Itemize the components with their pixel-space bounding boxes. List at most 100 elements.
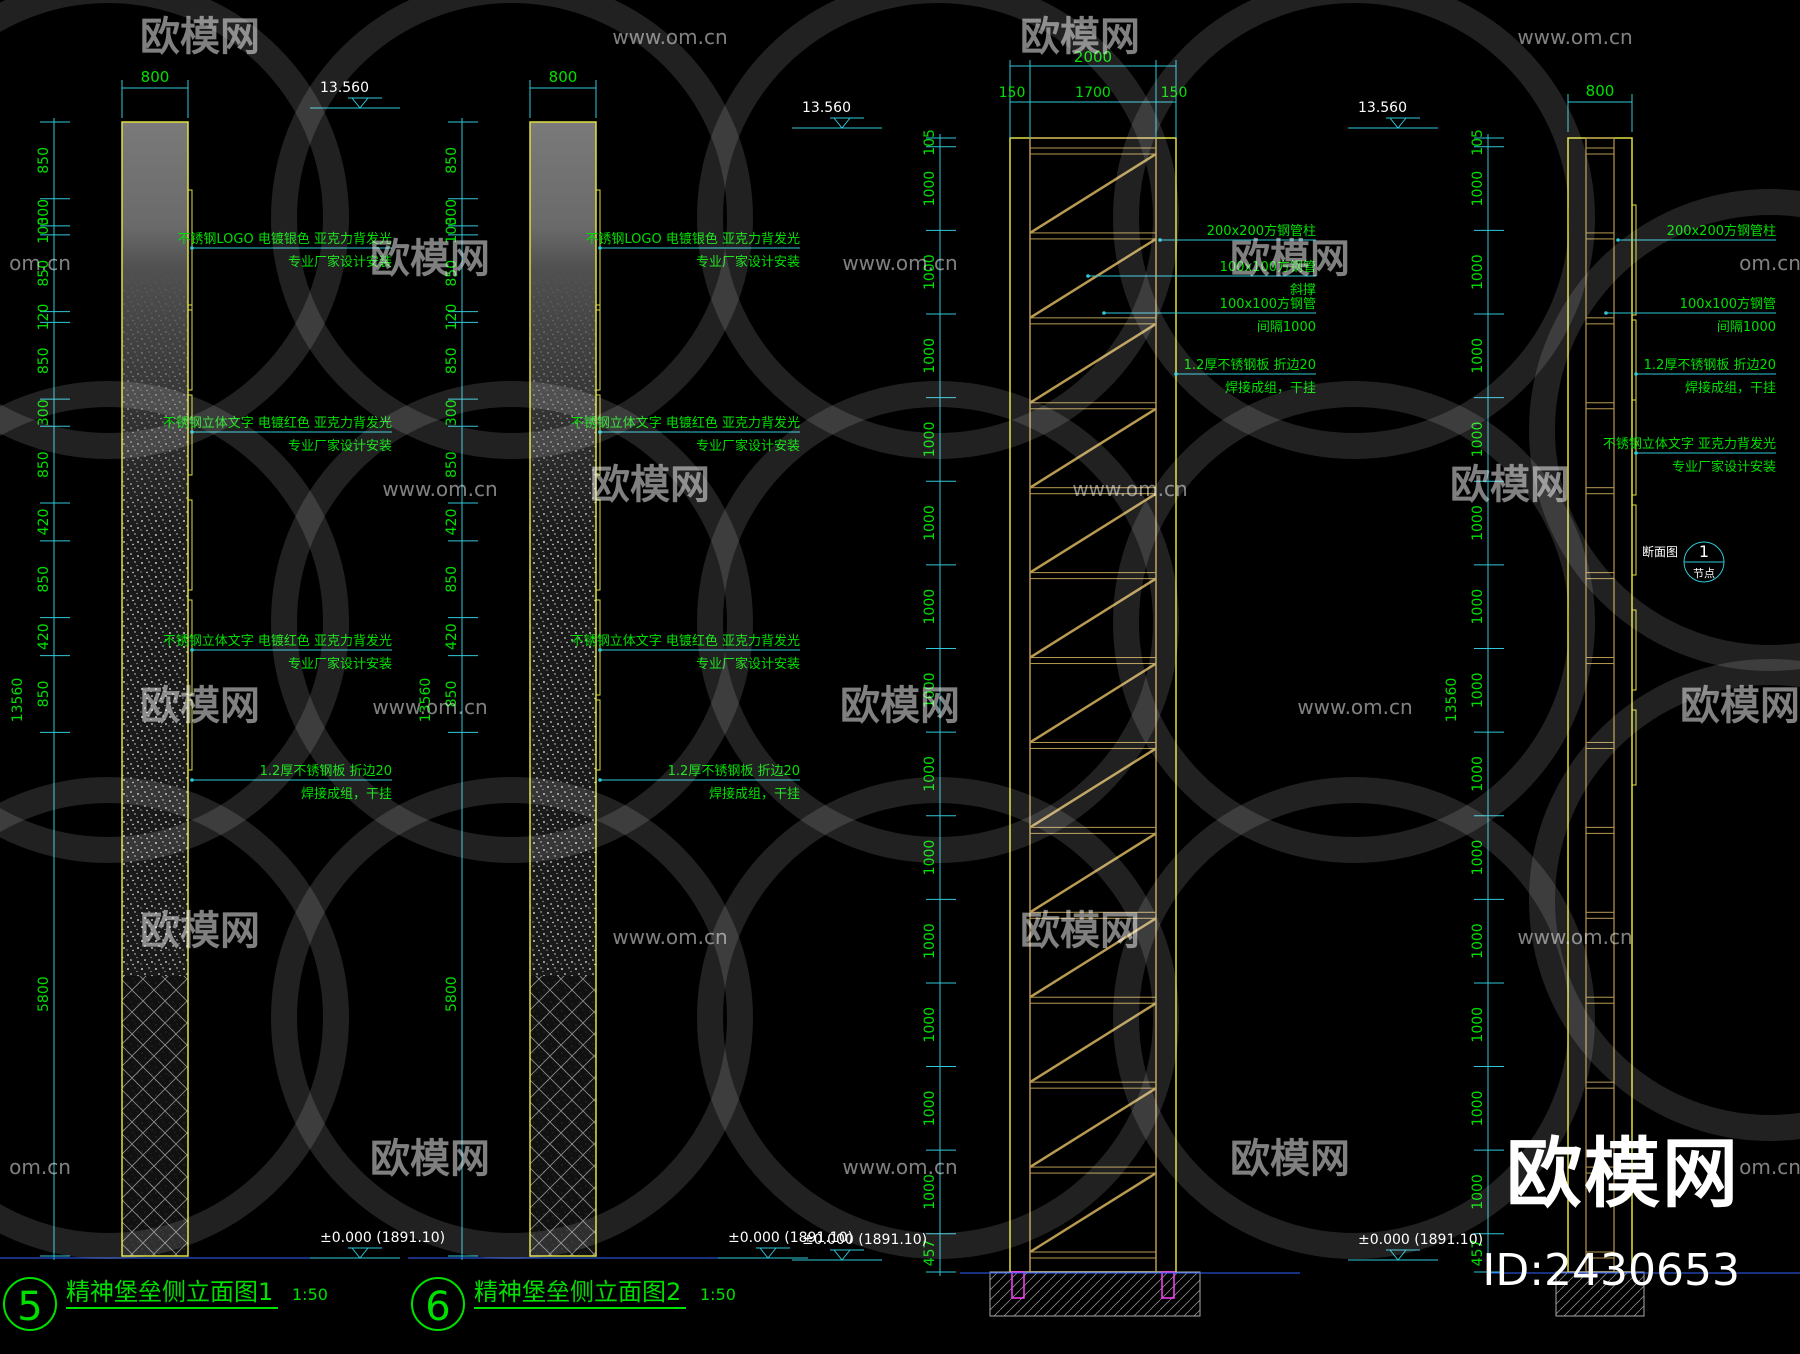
panel1-dim-value: 420 bbox=[36, 623, 52, 650]
sign-plate bbox=[187, 499, 193, 591]
callout-subtext: 焊接成组，干挂 bbox=[709, 786, 800, 802]
side-dim-value: 1000 bbox=[1470, 923, 1486, 959]
watermark-url: www.om.cn bbox=[842, 251, 957, 275]
frame-diagonal-brace bbox=[1029, 407, 1157, 489]
watermark-url-partial: om.cn bbox=[9, 251, 71, 275]
section-label: 断面图 bbox=[1642, 544, 1678, 559]
elevation-label: ±0.000 (1891.10) bbox=[728, 1230, 853, 1246]
callout-text: 不锈钢立体文字 电镀红色 亚克力背发光 bbox=[571, 633, 800, 649]
total-height-label: 13560 bbox=[10, 678, 26, 723]
section-sheet: 节点 bbox=[1693, 567, 1715, 580]
watermark-url: www.om.cn bbox=[612, 25, 727, 49]
elevation-label: 13.560 bbox=[320, 80, 369, 96]
frame-dim-value: 1000 bbox=[922, 756, 938, 792]
sign-plate bbox=[595, 599, 601, 696]
panel1-dim-value: 850 bbox=[36, 566, 52, 593]
frame-dim-value: 105 bbox=[922, 129, 938, 156]
frame-diagonal-brace bbox=[1029, 1002, 1157, 1084]
width-part: 150 bbox=[1161, 85, 1188, 101]
side-sign-plate bbox=[1631, 504, 1637, 576]
callout-subtext: 斜撑 bbox=[1290, 283, 1316, 298]
total-height-label: 13560 bbox=[1444, 678, 1460, 723]
callout-column: 200x200方钢管柱 bbox=[1158, 223, 1316, 242]
side-crossbar bbox=[1585, 402, 1615, 410]
side-crossbar bbox=[1585, 657, 1615, 665]
side-crossbar bbox=[1585, 147, 1615, 155]
frame-diagonal-brace bbox=[1029, 1087, 1157, 1169]
watermark-brand: 欧模网 bbox=[1020, 14, 1140, 60]
side-crossbar bbox=[1585, 317, 1615, 325]
frame-dim-value: 1000 bbox=[922, 923, 938, 959]
top-elevation-mark: 13.560 bbox=[792, 100, 882, 129]
title-number: 5 bbox=[17, 1284, 42, 1330]
panel2-dim-value: 5800 bbox=[444, 976, 460, 1012]
callout-dot bbox=[190, 778, 194, 782]
watermark-ring bbox=[697, 777, 1179, 1259]
panel2-dim-value: 850 bbox=[444, 147, 460, 174]
title-text: 精神堡垒侧立面图2 bbox=[474, 1278, 681, 1306]
sign-plate bbox=[187, 699, 193, 771]
watermark-url-partial: om.cn bbox=[1739, 1155, 1800, 1179]
frame-dim-value: 1000 bbox=[922, 505, 938, 541]
callout-subtext: 专业厂家设计安装 bbox=[288, 254, 392, 270]
watermark-brand: 欧模网 bbox=[140, 683, 260, 729]
watermark-ring bbox=[697, 0, 1179, 459]
panel1-dim-value: 5800 bbox=[36, 976, 52, 1012]
panel1-dim-value: 850 bbox=[36, 451, 52, 478]
base-elevation-mark: ±0.000 (1891.10) bbox=[310, 1230, 445, 1259]
callout-subtext: 焊接成组，干挂 bbox=[301, 786, 392, 802]
brand-watermark: 欧模网 bbox=[1506, 1129, 1740, 1218]
side-dim-value: 1000 bbox=[1470, 171, 1486, 207]
watermark-ring bbox=[1529, 659, 1800, 1141]
frame-dim-value: 1000 bbox=[922, 589, 938, 625]
width-dimension: 800 bbox=[529, 68, 597, 118]
callout-dot bbox=[190, 430, 194, 434]
panel1-dim-value: 100 bbox=[36, 217, 52, 244]
panel1-dim-value: 850 bbox=[36, 260, 52, 287]
side-dim-value: 105 bbox=[1470, 129, 1486, 156]
sign-plate bbox=[187, 394, 193, 476]
watermark-brand: 欧模网 bbox=[140, 14, 260, 60]
side-elevation-1: 8008503001008501208503008504208504208505… bbox=[0, 68, 445, 1331]
callout-text: 100x100方钢管 bbox=[1680, 296, 1776, 312]
watermark-url: www.om.cn bbox=[382, 477, 497, 501]
side-dim-value: 1000 bbox=[1470, 338, 1486, 374]
panel2-dim-value: 420 bbox=[444, 509, 460, 536]
callout-text: 不锈钢LOGO 电镀银色 亚克力背发光 bbox=[177, 231, 392, 247]
side-sign-plate bbox=[1631, 709, 1637, 786]
frame-crossbar bbox=[1029, 741, 1157, 749]
watermark-brand: 欧模网 bbox=[840, 683, 960, 729]
callout-column: 200x200方钢管柱 bbox=[1616, 223, 1776, 242]
callout-text: 200x200方钢管柱 bbox=[1207, 223, 1316, 239]
watermark-ring bbox=[271, 381, 753, 863]
callout-subtext: 专业厂家设计安装 bbox=[696, 254, 800, 270]
callout-subtext: 专业厂家设计安装 bbox=[288, 656, 392, 672]
elevation-label: 13.560 bbox=[1358, 100, 1407, 116]
elevation-label: ±0.000 (1891.10) bbox=[802, 1232, 927, 1248]
side-dim-value: 1000 bbox=[1470, 840, 1486, 876]
elevation-triangle bbox=[833, 117, 851, 129]
callout-dot bbox=[598, 430, 602, 434]
panel2-dim-value: 300 bbox=[444, 199, 460, 226]
width-part: 1700 bbox=[1075, 85, 1111, 101]
frame-crossbar bbox=[1029, 657, 1157, 665]
footing bbox=[989, 1271, 1201, 1317]
panel2-dim-value: 300 bbox=[444, 399, 460, 426]
callout-text: 100x100方钢管 bbox=[1220, 259, 1316, 275]
side-crossbar bbox=[1585, 1081, 1615, 1089]
elevation-label: ±0.000 (1891.10) bbox=[320, 1230, 445, 1246]
frame-crossbar bbox=[1029, 1166, 1157, 1174]
watermark-ring bbox=[1113, 777, 1595, 1259]
panel-diamond-pattern bbox=[122, 976, 188, 1256]
watermark-url: www.om.cn bbox=[1517, 925, 1632, 949]
sign-plate bbox=[187, 304, 193, 391]
callout-subtext: 焊接成组，干挂 bbox=[1685, 380, 1776, 396]
width-part: 150 bbox=[999, 85, 1026, 101]
